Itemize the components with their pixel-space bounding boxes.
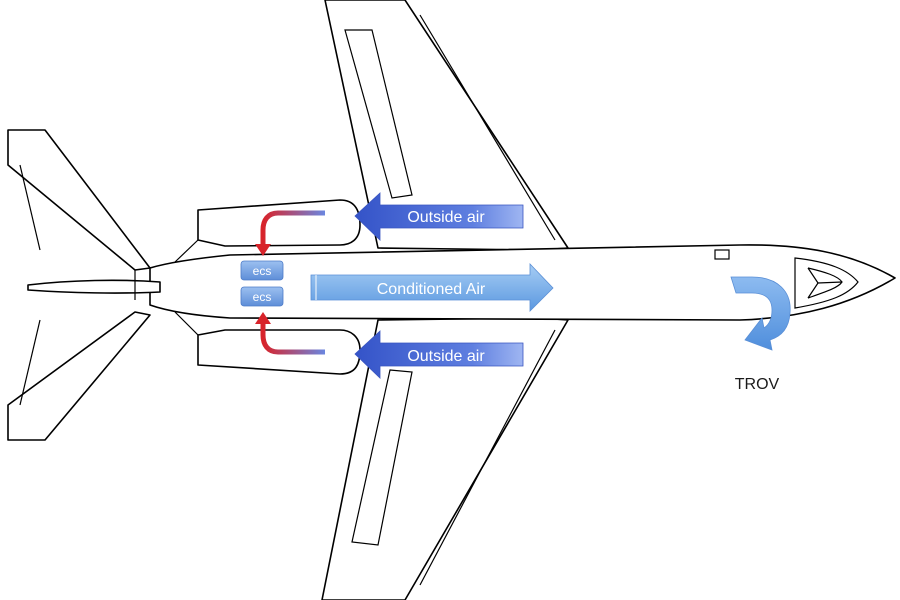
- bleed-arrow-top: [255, 210, 325, 256]
- conditioned-air-label: Conditioned Air: [377, 281, 486, 298]
- outside-air-arrow-bottom: Outside air: [354, 330, 524, 379]
- ecs-unit-top: ecs: [240, 260, 284, 281]
- trov-label: TROV: [735, 376, 780, 393]
- ecs-label-top: ecs: [253, 264, 272, 278]
- outside-air-label-bottom: Outside air: [407, 348, 485, 365]
- upper-stabilizer: [7, 129, 151, 271]
- ecs-label-bottom: ecs: [253, 290, 272, 304]
- aircraft-outline: [7, 0, 896, 600]
- lower-stabilizer: [7, 311, 151, 441]
- bleed-arrow-bottom: [255, 312, 325, 355]
- outside-air-arrow-top: Outside air: [354, 192, 524, 241]
- outside-air-label-top: Outside air: [407, 209, 485, 226]
- trov-arrow: [730, 276, 791, 351]
- cockpit: [794, 257, 859, 309]
- upper-engine: [197, 199, 361, 247]
- vertical-fin: [27, 279, 161, 294]
- conditioned-air-arrow: Conditioned Air: [310, 263, 554, 312]
- ecs-unit-bottom: ecs: [240, 286, 284, 307]
